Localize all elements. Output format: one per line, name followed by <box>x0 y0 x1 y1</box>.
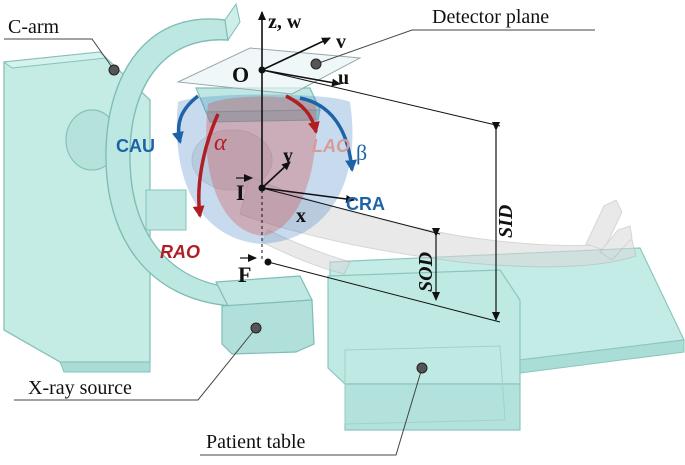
sod-top-extension <box>261 187 441 235</box>
base-bottom <box>59 361 151 373</box>
beta-label: β <box>356 140 367 165</box>
y-axis <box>261 161 291 189</box>
x-ray-source-label: X-ray source <box>28 377 132 399</box>
u-axis-label: u <box>338 67 349 89</box>
sod-label: SOD <box>415 252 437 292</box>
cra-arc-arrow <box>299 96 358 172</box>
rao-arc-arrow <box>192 113 220 218</box>
patient-table-label: Patient table <box>206 431 306 453</box>
c-arm-ring-top-end <box>224 2 241 42</box>
callout-leaders <box>4 29 595 456</box>
table-pedestal-inner <box>344 345 506 425</box>
x-axis <box>261 187 355 203</box>
patient-foot-left <box>585 199 623 251</box>
point-i-label: I <box>236 180 245 205</box>
detector-leader-dot <box>310 58 322 70</box>
cau-label: CAU <box>116 136 155 156</box>
point-o-label: O <box>232 62 249 87</box>
x-ray-source-leader <box>14 327 257 401</box>
sid-label: SID <box>495 205 517 238</box>
x-ray-source-leader-dot <box>250 322 262 334</box>
patient-table-leader <box>200 367 423 456</box>
x-axis-label: x <box>296 205 306 227</box>
z-w-axis-label: z, w <box>268 11 302 33</box>
base-arm-mount <box>145 189 187 231</box>
rao-label: RAO <box>160 242 200 262</box>
patient-table-leader-dot <box>416 362 428 374</box>
patient-table <box>327 247 685 431</box>
coordinate-axes <box>258 11 355 262</box>
u-axis <box>261 69 341 87</box>
detector-plane-label: Detector plane <box>432 6 549 28</box>
c-arm-label: C-arm <box>8 16 60 38</box>
point-f-label: F <box>238 262 251 287</box>
c-arm-base <box>2 51 187 373</box>
patient-foot-right <box>599 225 633 261</box>
patient-arm <box>261 229 351 275</box>
v-axis <box>261 37 331 71</box>
lao-arc-arrow <box>285 94 320 134</box>
c-arm-leader-dot <box>108 64 120 76</box>
y-axis-label: y <box>283 145 293 167</box>
lao-label: LAO <box>312 136 350 156</box>
sid-bottom-extension <box>267 261 501 323</box>
detector-leader <box>315 29 595 65</box>
cau-arc-arrow <box>171 94 200 144</box>
dimension-lines <box>261 69 501 323</box>
v-axis-label: v <box>336 31 346 53</box>
detector-housing-front <box>205 109 321 123</box>
x-ray-source <box>215 275 315 355</box>
sid-top-extension <box>261 69 501 127</box>
cra-label: CRA <box>346 194 385 214</box>
c-arm-leader <box>4 38 115 71</box>
source-tube-housing <box>221 299 315 355</box>
alpha-label: α <box>214 130 227 156</box>
